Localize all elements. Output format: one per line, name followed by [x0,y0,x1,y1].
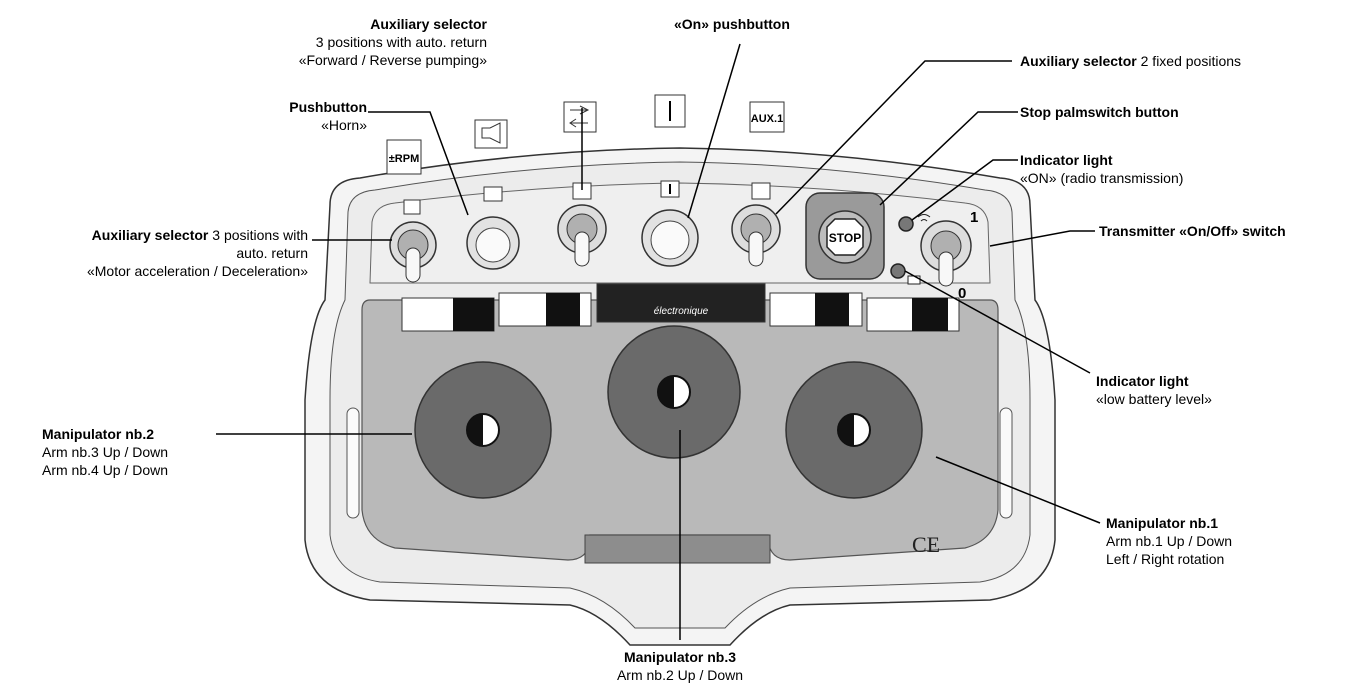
rpm-toggle-switch[interactable] [389,199,437,283]
leader-indicator-on [911,159,1018,221]
label-indicator-battery: Indicator light «low battery level» [1096,372,1212,408]
manipulator-1-line2: Arm nb.1 Up / Down [1106,533,1233,549]
manipulator-2-joystick[interactable] [414,361,552,499]
stop-palmswitch-button[interactable]: STOP [805,192,885,280]
on-pushbutton-title: «On» pushbutton [674,16,790,32]
switch-position-1: 1 [970,209,978,226]
aux-fixed-title: Auxiliary selector [1020,53,1137,69]
horn-pushbutton[interactable] [466,186,520,270]
aux-fixed-title-rest: 2 fixed positions [1136,53,1242,69]
label-aux-selector-motor: Auxiliary selector 3 positions with auto… [87,226,308,280]
label-stop-button: Stop palmswitch button [1020,103,1179,121]
left-grip [346,407,360,519]
transmitter-on-off-switch[interactable] [920,220,972,287]
manipulator-1-line3: Left / Right rotation [1106,551,1225,567]
manipulator-3-line2: Arm nb.2 Up / Down [616,667,744,683]
transmitter-title: Transmitter «On/Off» switch [1099,223,1286,239]
right-grip [999,407,1013,519]
horn-title: Pushbutton [289,99,367,115]
manipulator-1-title: Manipulator nb.1 [1106,515,1218,531]
indicator-on-title: Indicator light [1020,152,1113,168]
label-aux-selector-pumping: Auxiliary selector 3 positions with auto… [299,15,487,69]
battery-icon [907,275,921,285]
horn-line2: «Horn» [321,117,367,133]
pumping-title: Auxiliary selector [370,16,487,32]
ce-mark: CE [912,532,940,557]
manipulator-3-joystick[interactable] [607,325,741,459]
leader-aux-fixed [775,60,1012,215]
manipulator-3-title: Manipulator nb.3 [624,649,736,665]
label-manipulator-3: Manipulator nb.3 Arm nb.2 Up / Down [580,648,780,684]
brand-label: électronique [654,306,709,317]
pumping-line3: «Forward / Reverse pumping» [298,52,487,68]
leader-horn [368,111,469,216]
pumping-line2: 3 positions with auto. return [315,34,487,50]
indicator-battery-title: Indicator light [1096,373,1189,389]
leader-lines [216,43,1101,640]
aux-motor-line3: «Motor acceleration / Deceleration» [86,263,308,279]
aux-motor-title-rest: 3 positions with [208,227,308,243]
label-manipulator-2: Manipulator nb.2 Arm nb.3 Up / Down Arm … [42,425,168,479]
radio-icon [917,214,931,222]
manipulator-2-line2: Arm nb.3 Up / Down [42,444,169,460]
aux-motor-title: Auxiliary selector [91,227,209,243]
indicator-battery-line2: «low battery level» [1096,391,1212,407]
indicator-on-line2: «ON» (radio transmission) [1020,170,1184,186]
manipulator-2-line3: Arm nb.4 Up / Down [42,462,169,478]
indicator-on-light [898,216,914,232]
label-pushbutton-horn: Pushbutton «Horn» [289,98,367,134]
leader-stop [879,111,1018,206]
rpm-icon-label: ±RPM [389,153,419,165]
aux1-icon [749,101,785,133]
aux1-icon-label: AUX.1 [751,113,783,125]
aux1-toggle-switch[interactable] [731,182,781,267]
switch-position-0: 0 [958,285,966,302]
leader-on [687,43,741,219]
pumping-toggle-switch[interactable] [557,182,607,267]
pumping-icon [563,101,597,133]
horn-icon [474,119,508,149]
leader-indicator-battery [904,270,1091,374]
label-transmitter-switch: Transmitter «On/Off» switch [1099,222,1286,240]
battery-slot [584,534,771,564]
indicator-battery-light [890,263,906,279]
stop-title: Stop palmswitch button [1020,104,1179,120]
leader-manipulator-1 [935,456,1101,524]
manipulator-2-title: Manipulator nb.2 [42,426,154,442]
stop-label: STOP [829,231,861,245]
on-pushbutton[interactable] [641,180,699,267]
label-on-pushbutton: «On» pushbutton [674,15,790,33]
function-symbol-strip: électronique [401,283,960,332]
aux-motor-line2: auto. return [236,245,308,261]
rpm-icon [386,139,422,175]
label-aux-selector-fixed: Auxiliary selector 2 fixed positions [1020,52,1241,70]
leader-transmitter [989,230,1095,247]
manipulator-1-joystick[interactable] [785,361,923,499]
top-icon-strip: ±RPM AUX.1 [386,94,785,175]
label-manipulator-1: Manipulator nb.1 Arm nb.1 Up / Down Left… [1106,514,1232,568]
label-indicator-on: Indicator light «ON» (radio transmission… [1020,151,1183,187]
